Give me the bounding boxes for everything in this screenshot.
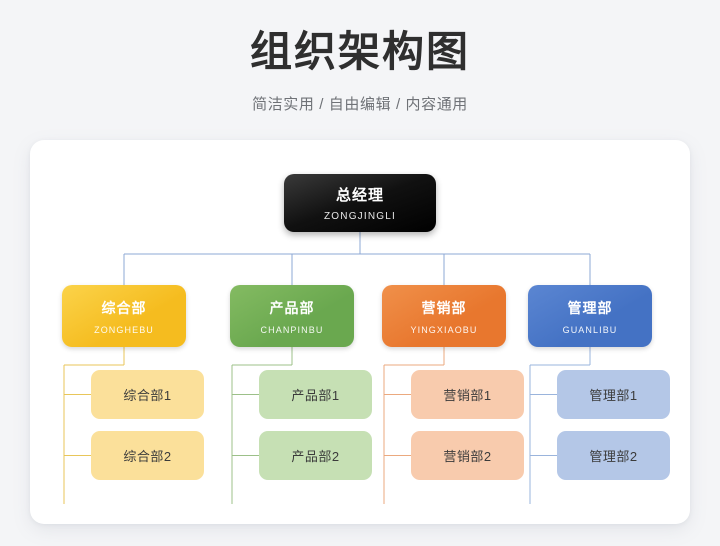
org-chart-card: 总经理 ZONGJINGLI 综合部 ZONGHEBU 综合部1 综合部2 产品部 CHANP… bbox=[30, 140, 690, 524]
org-node-root[interactable]: 总经理 ZONGJINGLI bbox=[284, 174, 436, 232]
org-node-sub-title-1-1: 产品部2 bbox=[291, 449, 340, 464]
org-node-dept-subtitle-0: ZONGHEBU bbox=[94, 324, 154, 335]
org-node-sub-title-1-0: 产品部1 bbox=[291, 388, 340, 403]
org-node-root-subtitle: ZONGJINGLI bbox=[323, 211, 396, 222]
org-node-sub-0-1[interactable]: 综合部2 bbox=[91, 431, 204, 480]
org-node-sub-2-0[interactable]: 营销部1 bbox=[411, 370, 524, 419]
org-node-dept-title-3: 管理部 bbox=[567, 299, 613, 316]
org-node-dept-0[interactable]: 综合部 ZONGHEBU bbox=[62, 285, 186, 347]
org-node-dept-1[interactable]: 产品部 CHANPINBU bbox=[230, 285, 354, 347]
org-node-sub-2-1[interactable]: 营销部2 bbox=[411, 431, 524, 480]
org-node-dept-subtitle-3: GUANLIBU bbox=[562, 324, 618, 335]
org-node-sub-1-1[interactable]: 产品部2 bbox=[259, 431, 372, 480]
page-subtitle: 简洁实用 / 自由编辑 / 内容通用 bbox=[252, 95, 468, 113]
connector-lines bbox=[63, 232, 591, 504]
org-node-sub-0-0[interactable]: 综合部1 bbox=[91, 370, 204, 419]
org-node-dept-subtitle-1: CHANPINBU bbox=[260, 324, 324, 335]
page-title: 组织架构图 bbox=[249, 28, 470, 75]
org-node-sub-title-2-0: 营销部1 bbox=[443, 388, 492, 403]
org-node-sub-title-0-1: 综合部2 bbox=[123, 449, 172, 464]
org-node-sub-title-2-1: 营销部2 bbox=[443, 449, 492, 464]
org-node-sub-3-0[interactable]: 管理部1 bbox=[557, 370, 670, 419]
org-chart-stage: 总经理 ZONGJINGLI 综合部 ZONGHEBU 综合部1 综合部2 产品部 CHANP… bbox=[30, 140, 690, 524]
org-node-dept-subtitle-2: YINGXIAOBU bbox=[410, 324, 478, 335]
org-node-dept-2[interactable]: 营销部 YINGXIAOBU bbox=[382, 285, 506, 347]
org-node-dept-title-1: 产品部 bbox=[269, 299, 315, 316]
org-node-sub-title-0-0: 综合部1 bbox=[123, 388, 172, 403]
org-node-dept-title-0: 综合部 bbox=[101, 299, 147, 316]
org-node-sub-title-3-1: 管理部2 bbox=[589, 449, 638, 464]
org-node-dept-title-2: 营销部 bbox=[421, 299, 467, 316]
org-node-dept-3[interactable]: 管理部 GUANLIBU bbox=[528, 285, 652, 347]
org-node-root-title: 总经理 bbox=[335, 187, 384, 204]
org-node-sub-title-3-0: 管理部1 bbox=[589, 388, 638, 403]
org-node-sub-3-1[interactable]: 管理部2 bbox=[557, 431, 670, 480]
org-node-sub-1-0[interactable]: 产品部1 bbox=[259, 370, 372, 419]
page-header: 组织架构图 简洁实用 / 自由编辑 / 内容通用 bbox=[0, 0, 720, 114]
